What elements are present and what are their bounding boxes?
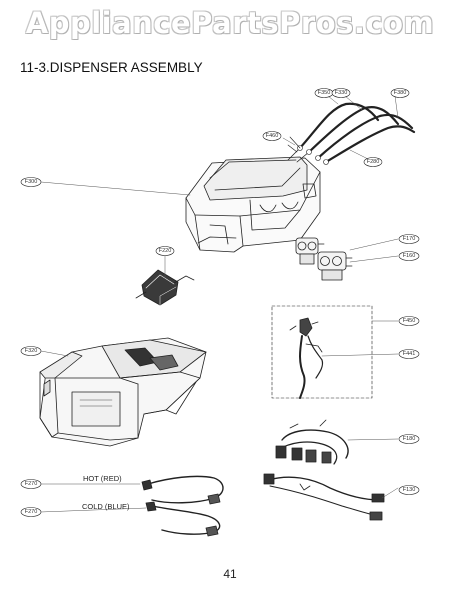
- callout-label: F330: [335, 90, 348, 96]
- callout-label: F270: [25, 481, 38, 487]
- wire-harness: [275, 419, 349, 465]
- callout-label: F280: [367, 159, 380, 165]
- callout-label: F380: [394, 90, 407, 96]
- section-title: 11-3.DISPENSER ASSEMBLY: [20, 60, 203, 75]
- callout-label: F220: [159, 248, 172, 254]
- dispenser-housing: [185, 147, 321, 253]
- page-number: 41: [223, 567, 237, 581]
- callout-label: F160: [403, 253, 416, 259]
- detergent-drawer: [39, 337, 207, 447]
- callout-label: F130: [403, 487, 416, 493]
- pressure-switch-bracket: [271, 305, 373, 399]
- callout-label: F350: [318, 90, 331, 96]
- callout-label: F441: [403, 351, 416, 357]
- fill-hoses: [141, 475, 224, 537]
- wire-harness-2: [263, 473, 385, 521]
- callout-label: F460: [266, 133, 279, 139]
- supply-hoses: [298, 102, 416, 164]
- watermark-logo: AppliancePartsPros.com: [25, 6, 435, 40]
- callout-label: F300: [25, 179, 38, 185]
- callout-label: F270: [25, 509, 38, 515]
- callout-label: F170: [403, 236, 416, 242]
- callout-label: F320: [25, 348, 38, 354]
- callout-label: F180: [403, 436, 416, 442]
- callout-label: F450: [403, 318, 416, 324]
- cold-hose-label: COLD (BLUE): [82, 502, 130, 511]
- hot-hose-label: HOT (RED): [83, 474, 122, 483]
- dispenser-cover: [135, 269, 195, 306]
- water-inlet-valves: [295, 237, 353, 281]
